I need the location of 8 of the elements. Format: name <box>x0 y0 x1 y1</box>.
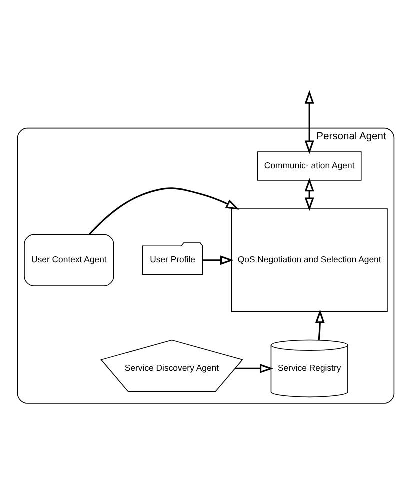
arrow <box>89 187 240 234</box>
node-box: Communic- ation Agent <box>257 151 362 180</box>
node-box: QoS Negotiation and Selection Agent <box>231 208 388 312</box>
arrow <box>235 364 274 373</box>
arrow <box>202 255 234 265</box>
arrow <box>315 309 325 340</box>
arrow <box>304 178 314 211</box>
node-box: User Context Agent <box>24 234 114 286</box>
